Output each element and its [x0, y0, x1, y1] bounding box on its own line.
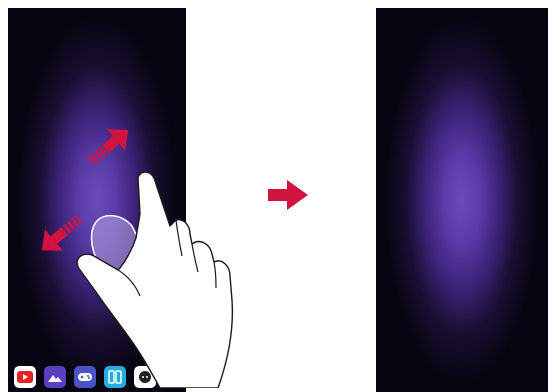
youtube-icon[interactable] [14, 366, 36, 388]
game-launcher-icon[interactable] [74, 366, 96, 388]
split-view-icon[interactable] [104, 366, 126, 388]
app-dock [8, 366, 186, 388]
home-screen-after [376, 8, 548, 392]
gallery-icon[interactable] [44, 366, 66, 388]
expand-arrows-icon [33, 119, 138, 261]
arrow-right-icon [268, 180, 308, 210]
chat-icon[interactable] [134, 366, 156, 388]
home-screen-before [8, 8, 186, 392]
